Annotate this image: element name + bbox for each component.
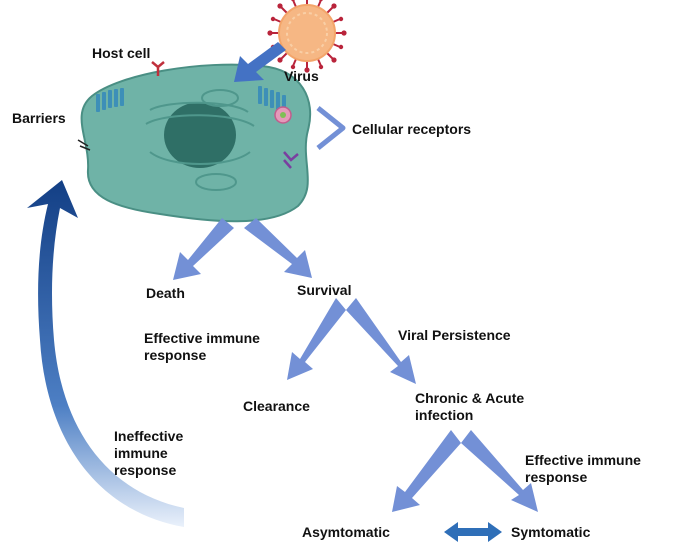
arrow-to-death [173,218,234,280]
barriers-label: Barriers [12,110,66,126]
virus-label: Virus [284,68,319,84]
virus-entry-arrow [234,42,286,82]
ineffective-immune-response-label: Ineffective immune response [114,428,184,478]
receptor-channel-left [96,88,124,112]
chronic-acute-label: Chronic & Acute infection [415,390,525,423]
death-label: Death [146,285,185,301]
host-cell-label: Host cell [92,45,151,61]
effective-immune-response-label-2: Effective immune response [525,452,641,485]
arrow-to-clearance [287,298,346,380]
clearance-label: Clearance [243,398,310,414]
host-cell-illustration [77,61,312,223]
double-headed-arrow [444,522,502,542]
asymptomatic-label: Asymtomatic [302,524,390,540]
host-receptor-top-icon [151,61,165,76]
effective-immune-response-label: Effective immune response [144,330,260,363]
receptor-purple-icon [283,151,299,169]
arrow-to-survival [244,218,312,278]
arrow-to-asymptomatic [392,430,461,512]
arrow-to-chronic [346,298,416,384]
mitochondrion [201,89,239,107]
survival-label: Survival [297,282,352,298]
cellular-receptors-label: Cellular receptors [352,121,472,137]
receptors-pointer [316,106,346,150]
mitochondrion [195,173,237,191]
symptomatic-label: Symtomatic [511,524,591,540]
arrow-to-symptomatic [461,430,538,512]
barrier-marker-icon [77,139,91,151]
viral-persistence-label: Viral Persistence [398,327,511,343]
virus-attached-icon [274,106,292,124]
virus-illustration [267,0,347,73]
nucleus [164,102,236,168]
ineffective-response-loop-arrow [27,180,184,527]
